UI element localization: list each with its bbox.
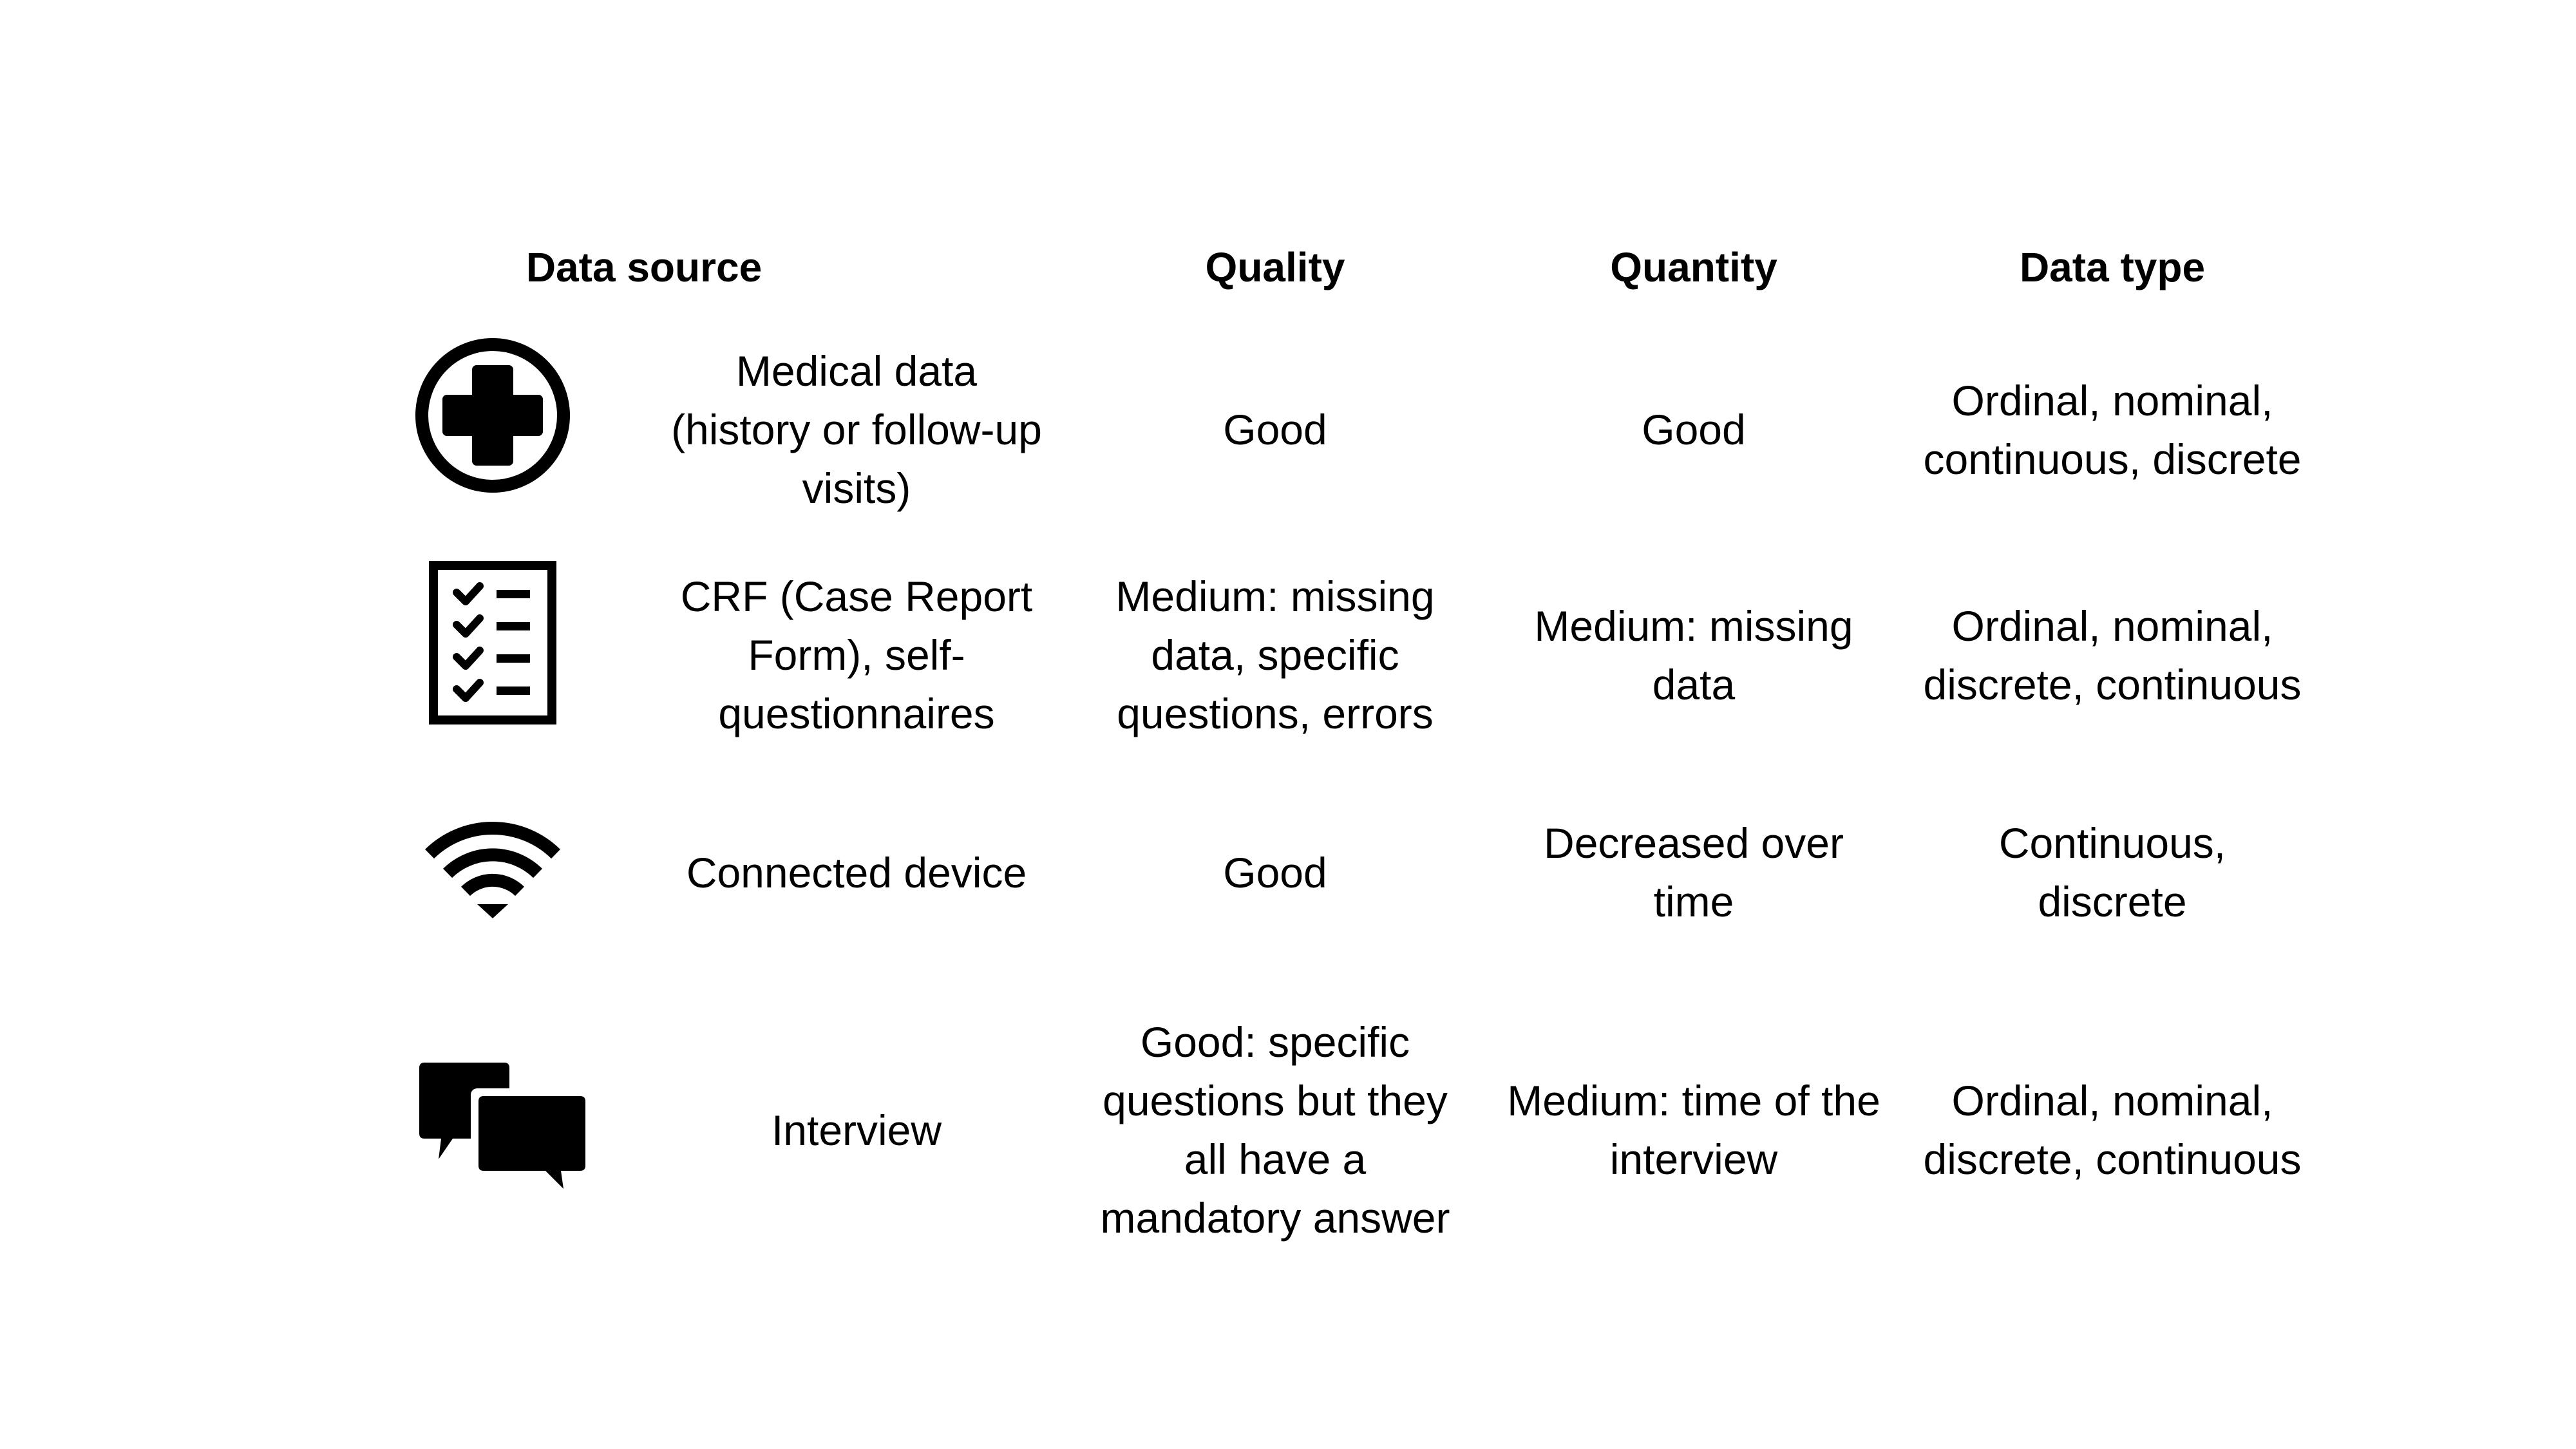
row-4-type: Ordinal, nominal, discrete, continuous xyxy=(1923,1077,2302,1183)
row-3-type: Continuous, discrete xyxy=(1998,819,2226,925)
row-2-quality: Medium: missing data, specific questions… xyxy=(1115,573,1435,737)
header-data-type: Data type xyxy=(2019,244,2206,290)
row-1-quantity: Good xyxy=(1642,406,1746,453)
row-4-quantity: Medium: time of the interview xyxy=(1507,1077,1880,1183)
row-4-quality: Good: specific questions but they all ha… xyxy=(1100,1018,1450,1242)
row-4-source: Interview xyxy=(771,1106,942,1154)
header-quality: Quality xyxy=(1205,244,1345,290)
row-3-quality: Good xyxy=(1223,848,1327,896)
header-data-source: Data source xyxy=(526,244,762,290)
checklist-icon xyxy=(422,557,564,728)
chat-bubbles-icon xyxy=(412,1056,589,1198)
header-quantity: Quantity xyxy=(1610,244,1777,290)
row-1-quality: Good xyxy=(1223,406,1327,453)
row-2-source: CRF (Case Report Form), self-questionnai… xyxy=(680,573,1033,737)
row-3-quantity: Decreased over time xyxy=(1544,819,1844,925)
wifi-icon xyxy=(412,811,573,924)
medical-cross-icon xyxy=(409,332,576,499)
row-3-source: Connected device xyxy=(686,848,1027,896)
row-1-source: Medical data (history or follow-up visit… xyxy=(671,347,1042,512)
row-2-quantity: Medium: missing data xyxy=(1534,601,1853,708)
row-1-type: Ordinal, nominal, continuous, discrete xyxy=(1923,376,2302,483)
row-2-type: Ordinal, nominal, discrete, continuous xyxy=(1923,601,2302,708)
